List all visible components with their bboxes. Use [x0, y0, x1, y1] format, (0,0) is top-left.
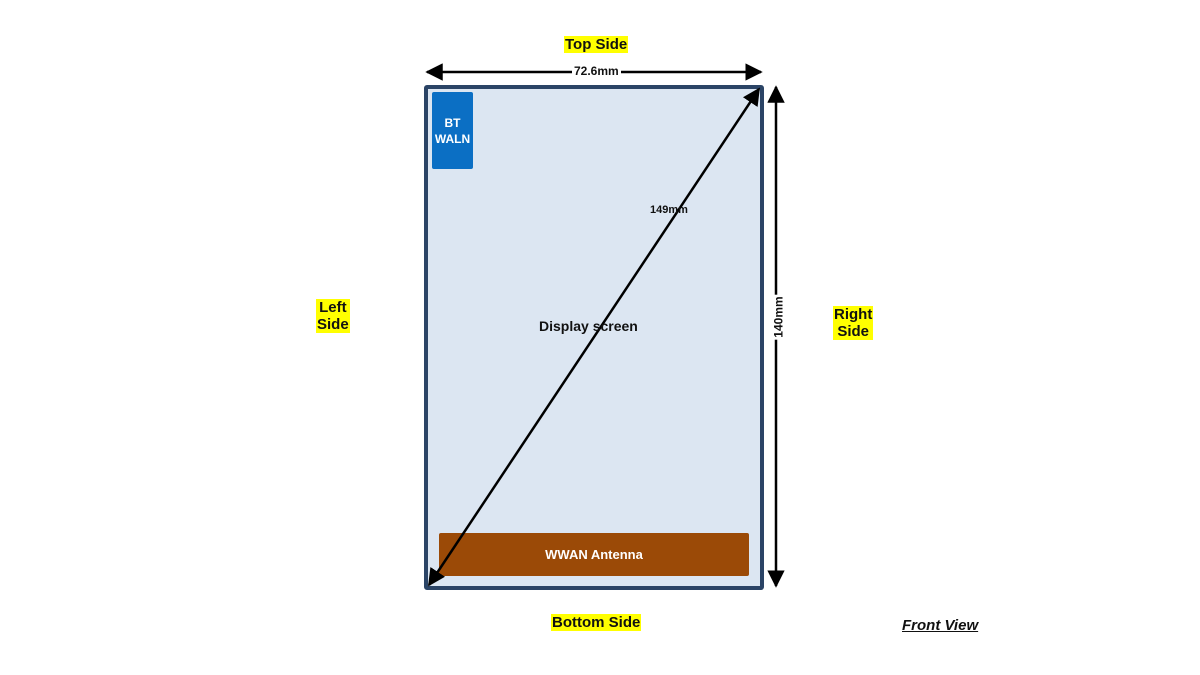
top-side-label: Top Side — [564, 36, 629, 53]
front-view-caption: Front View — [902, 617, 979, 634]
width-dimension: 72.6mm — [572, 64, 621, 78]
height-dimension: 140mm — [771, 294, 786, 340]
display-screen-label: Display screen — [539, 318, 638, 334]
diagonal-dimension: 149mm — [650, 204, 688, 216]
bottom-side-label: Bottom Side — [551, 614, 642, 631]
diagonal-arrow — [427, 87, 761, 587]
